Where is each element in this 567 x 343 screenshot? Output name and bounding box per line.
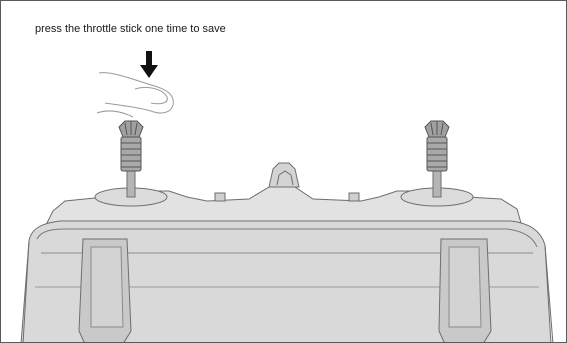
finger-icon bbox=[97, 73, 173, 117]
left-throttle-stick bbox=[119, 121, 143, 197]
right-stick bbox=[425, 121, 449, 197]
transmitter-body bbox=[21, 163, 553, 343]
down-arrow-icon bbox=[140, 51, 158, 78]
